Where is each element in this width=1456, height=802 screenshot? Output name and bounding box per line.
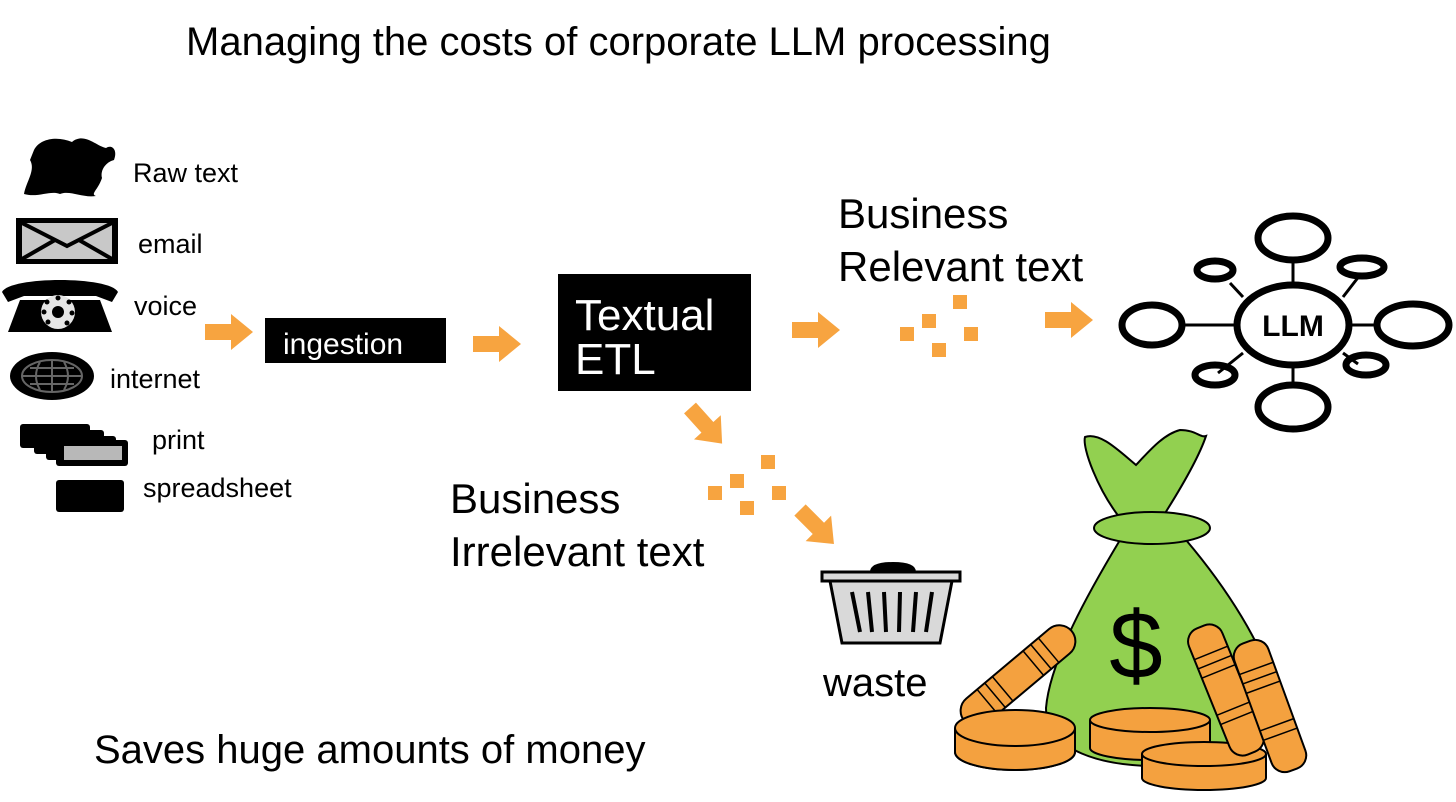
globe-icon xyxy=(10,352,94,400)
dollar-sign: $ xyxy=(1109,592,1162,699)
textual-etl-label: Textual ETL xyxy=(575,291,715,384)
llm-network-icon xyxy=(1118,212,1453,433)
ingestion-box: ingestion xyxy=(265,318,446,363)
coins-icon xyxy=(954,623,1308,791)
source-label-print: print xyxy=(152,425,205,455)
source-label-raw-text: Raw text xyxy=(133,158,239,188)
envelope-icon xyxy=(16,218,118,264)
business-relevant-label: Business Relevant text xyxy=(838,190,1084,290)
arrow-to-relevant xyxy=(792,312,840,348)
relevant-text-blocks xyxy=(900,295,978,357)
llm-label: LLM xyxy=(1262,310,1324,343)
telephone-icon xyxy=(2,280,118,332)
spreadsheet-icon xyxy=(56,480,124,512)
page-title: Managing the costs of corporate LLM proc… xyxy=(186,20,1051,64)
arrow-to-etl xyxy=(473,326,521,362)
raw-text-icon xyxy=(24,138,116,197)
source-label-email: email xyxy=(138,229,203,259)
print-pages-icon xyxy=(20,424,128,466)
source-label-spreadsheet: spreadsheet xyxy=(143,473,292,503)
business-irrelevant-label: Business Irrelevant text xyxy=(450,475,705,575)
waste-label: waste xyxy=(823,661,928,705)
arrow-to-waste xyxy=(787,497,847,557)
arrow-to-ingestion xyxy=(205,314,253,350)
waste-basket-icon xyxy=(820,562,962,645)
textual-etl-box: Textual ETL xyxy=(558,274,751,391)
footer-caption: Saves huge amounts of money xyxy=(94,728,646,772)
arrow-etl-to-irrelevant xyxy=(676,395,736,456)
source-label-voice: voice xyxy=(134,291,198,321)
source-label-internet: internet xyxy=(110,364,201,394)
arrow-to-llm xyxy=(1045,302,1093,338)
irrelevant-text-blocks xyxy=(708,455,786,515)
ingestion-label: ingestion xyxy=(283,328,404,361)
